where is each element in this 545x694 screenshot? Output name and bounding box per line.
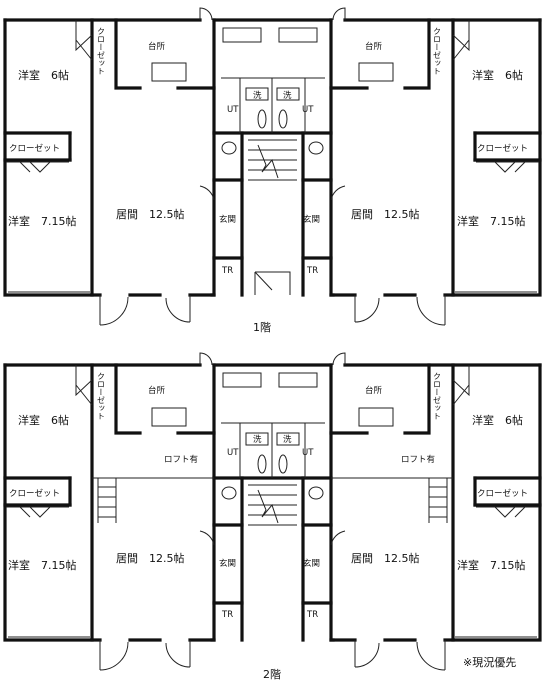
kitchen-r2: 台所 xyxy=(365,385,383,396)
room-western-715-l2: 洋室 7.15帖 xyxy=(8,558,77,572)
wash-r1: 洗 xyxy=(283,90,292,101)
closet-vertical-l1: クローゼット xyxy=(97,27,106,75)
room-western-715-r1: 洋室 7.15帖 xyxy=(457,214,526,228)
closet-l2: クローゼット xyxy=(9,488,60,499)
entrance-l2: 玄関 xyxy=(219,558,236,569)
floor-1 xyxy=(3,6,542,327)
kitchen-l2: 台所 xyxy=(148,385,166,396)
note-current-condition: ※現況優先 xyxy=(463,655,516,669)
floor-2-label: 2階 xyxy=(263,667,281,681)
ut-l2: UT xyxy=(227,448,239,458)
room-western-6-l2: 洋室 6帖 xyxy=(18,413,69,427)
tr-l1: TR xyxy=(221,266,233,276)
ut-l1: UT xyxy=(227,105,239,115)
kitchen-r1: 台所 xyxy=(365,41,383,52)
closet-vertical-r1: クローゼット xyxy=(433,27,442,75)
room-western-715-r2: 洋室 7.15帖 xyxy=(457,558,526,572)
tr-r1: TR xyxy=(306,266,318,276)
wash-r2: 洗 xyxy=(283,434,292,445)
tr-r2: TR xyxy=(306,610,318,620)
wash-l1: 洗 xyxy=(253,90,262,101)
tr-l2: TR xyxy=(221,610,233,620)
labels-floor-1: 洋室 6帖 洋室 6帖 クローゼット クローゼット 台所 台所 クローゼット ク… xyxy=(8,27,528,334)
closet-l1: クローゼット xyxy=(9,143,60,154)
floor-1-label: 1階 xyxy=(253,320,271,334)
room-western-715-l1: 洋室 7.15帖 xyxy=(8,214,77,228)
ut-r2: UT xyxy=(302,448,314,458)
wash-l2: 洗 xyxy=(253,434,262,445)
closet-vertical-r2: クローゼット xyxy=(433,372,442,420)
room-western-6-l1: 洋室 6帖 xyxy=(18,68,69,82)
entrance-r1: 玄関 xyxy=(303,214,320,225)
loft-r2: ロフト有 xyxy=(401,454,435,465)
closet-r2: クローゼット xyxy=(477,488,528,499)
loft-l2: ロフト有 xyxy=(164,454,198,465)
room-western-6-r2: 洋室 6帖 xyxy=(472,413,523,427)
entrance-r2: 玄関 xyxy=(303,558,320,569)
living-l1: 居間 12.5帖 xyxy=(116,208,185,221)
floor-2 xyxy=(3,351,542,672)
kitchen-l1: 台所 xyxy=(148,41,166,52)
labels-floor-2: 洋室 6帖 洋室 6帖 クローゼット クローゼット 台所 台所 ロフト有 ロフト… xyxy=(8,372,528,681)
living-r1: 居間 12.5帖 xyxy=(351,208,420,221)
ut-r1: UT xyxy=(302,105,314,115)
living-l2: 居間 12.5帖 xyxy=(116,552,185,565)
room-western-6-r1: 洋室 6帖 xyxy=(472,68,523,82)
living-r2: 居間 12.5帖 xyxy=(351,552,420,565)
entrance-l1: 玄関 xyxy=(219,214,236,225)
closet-vertical-l2: クローゼット xyxy=(97,372,106,420)
closet-r1: クローゼット xyxy=(477,143,528,154)
